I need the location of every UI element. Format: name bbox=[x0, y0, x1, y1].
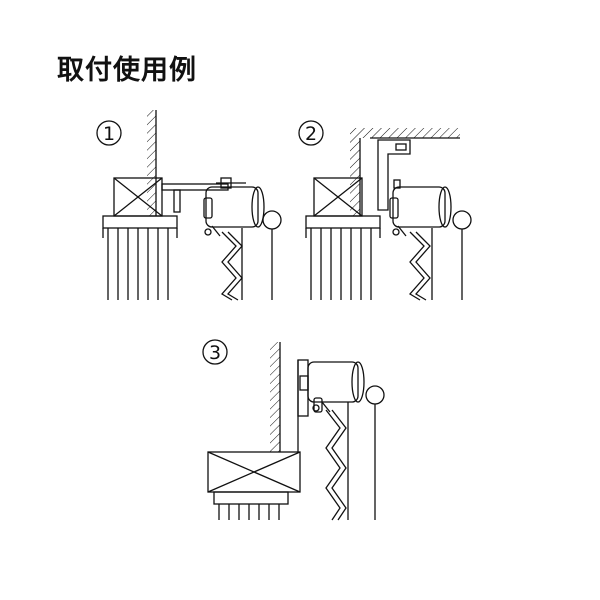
figure-2-number-badge: 2 bbox=[298, 120, 324, 146]
bracket-3 bbox=[297, 359, 309, 417]
figure-2-number: 2 bbox=[305, 123, 317, 145]
figure-1: 1 bbox=[96, 110, 282, 301]
ceiling-2 bbox=[350, 128, 460, 216]
figure-1-number-badge: 1 bbox=[96, 120, 122, 146]
page-title: 取付使用例 bbox=[57, 55, 197, 86]
window-frame-1 bbox=[102, 177, 178, 300]
wall-3 bbox=[270, 342, 299, 452]
window-frame-2 bbox=[305, 177, 381, 300]
figure-3-number-badge: 3 bbox=[202, 339, 228, 365]
blind-head-2 bbox=[389, 186, 452, 237]
figure-2: 2 bbox=[298, 120, 472, 301]
pull-knob-2 bbox=[452, 210, 472, 300]
window-frame-3 bbox=[207, 451, 301, 520]
blind-head-1 bbox=[203, 186, 265, 237]
pleated-blind-2 bbox=[408, 228, 433, 301]
pull-knob-3 bbox=[365, 385, 385, 520]
figure-3-number: 3 bbox=[209, 342, 221, 364]
figure-3: 3 bbox=[202, 339, 385, 521]
pleated-blind-3 bbox=[325, 402, 349, 521]
pleated-blind-1 bbox=[220, 228, 243, 301]
bracket-2 bbox=[377, 139, 411, 211]
wall-1 bbox=[147, 110, 157, 216]
pull-knob-1 bbox=[262, 210, 282, 300]
figure-1-number: 1 bbox=[103, 123, 115, 145]
blind-head-3 bbox=[307, 361, 365, 413]
